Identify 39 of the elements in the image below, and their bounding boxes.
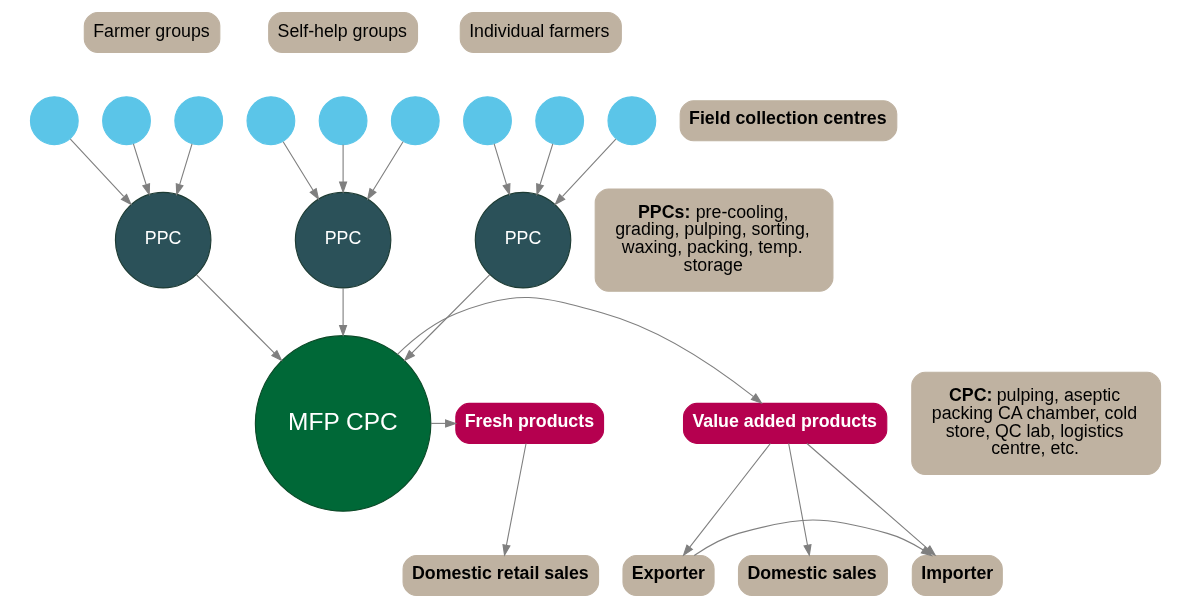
arrow xyxy=(787,442,812,557)
node-circle xyxy=(245,96,295,146)
node-circle xyxy=(173,96,223,146)
node-box: Domestic sales xyxy=(737,555,888,597)
node-circle: PPC xyxy=(294,191,391,289)
arrow xyxy=(396,297,763,405)
arrow xyxy=(132,143,150,196)
node-box: Value added products xyxy=(682,402,887,444)
node-box: Domestic retail sales xyxy=(402,555,599,597)
node-circle xyxy=(318,96,368,146)
arrow xyxy=(282,141,319,201)
node-circle: MFP CPC xyxy=(254,335,431,512)
arrow xyxy=(338,144,347,194)
node-box: Exporter xyxy=(621,555,715,597)
arrow xyxy=(501,442,527,557)
node-box: Fresh products xyxy=(454,402,604,444)
arrow xyxy=(366,141,404,201)
node-circle xyxy=(462,96,512,146)
arrow xyxy=(403,274,490,362)
node-circle xyxy=(534,96,584,146)
node-box: Field collection centres xyxy=(679,100,897,142)
node-box: CPC: pulping, aseptic packing CA chamber, cold store, QC lab, logistics centre, etc. xyxy=(910,371,1161,476)
node-circle xyxy=(29,96,79,146)
node-box: Importer xyxy=(911,555,1003,597)
node-box: Individual farmers xyxy=(459,11,622,53)
arrow xyxy=(535,143,553,196)
node-circle xyxy=(101,96,151,146)
arrow xyxy=(493,143,510,196)
node-box: Self-help groups xyxy=(267,11,418,53)
node-circle xyxy=(390,96,440,146)
arrow xyxy=(175,143,193,196)
arrow xyxy=(69,138,132,206)
arrow xyxy=(338,287,347,338)
node-box: PPCs: pre-cooling, grading, pulping, sorting, waxing, packing, temp. storage xyxy=(594,188,833,292)
arrow xyxy=(195,274,283,362)
node-circle xyxy=(606,96,656,146)
arrow xyxy=(682,442,771,557)
node-box: Farmer groups xyxy=(83,11,220,53)
arrow xyxy=(553,138,616,206)
